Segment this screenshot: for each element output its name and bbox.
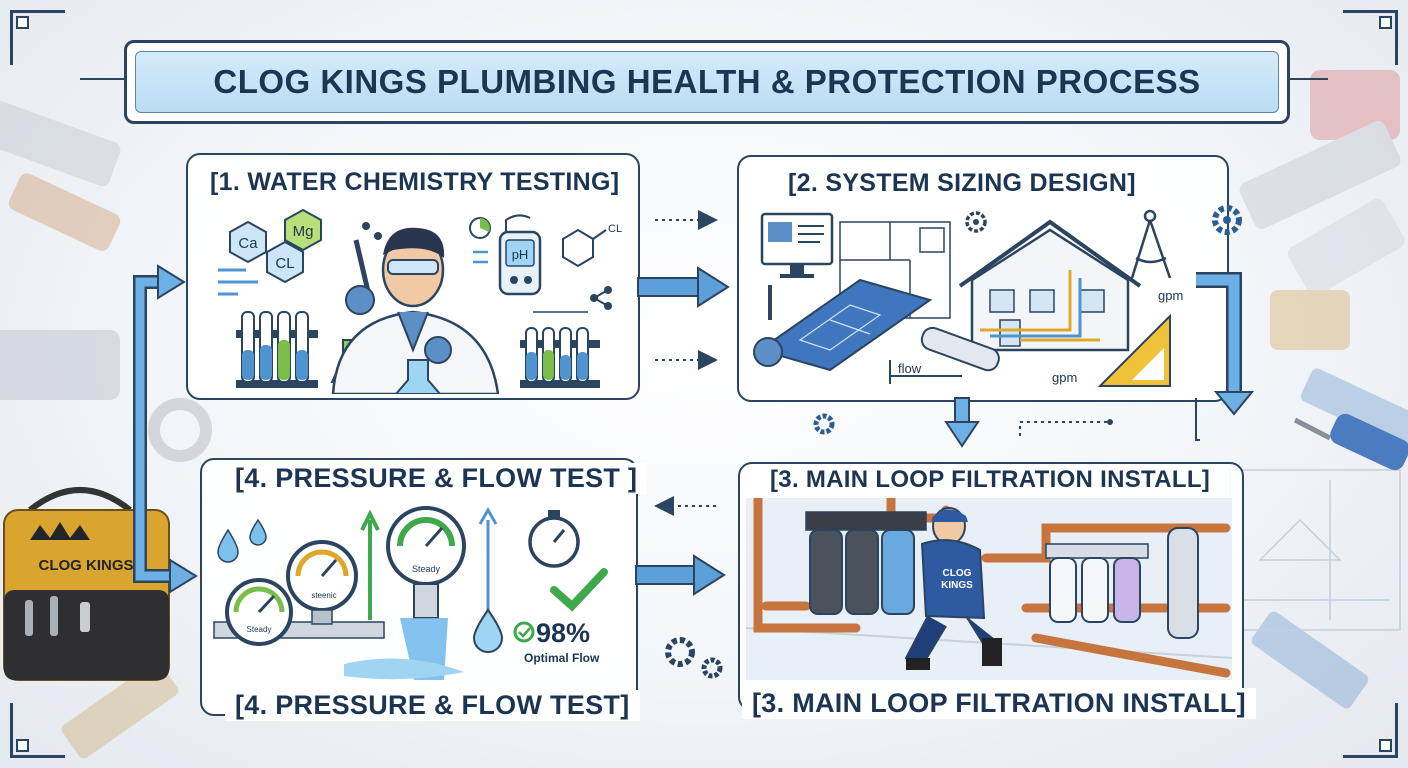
arrow-step4-to-step3 <box>635 554 726 596</box>
gear-icon <box>813 413 835 435</box>
filter-housing-left <box>805 511 927 615</box>
cl-small-label: CL <box>608 223 622 235</box>
increase-arrow-icon <box>360 509 380 620</box>
loop-arrow-left <box>133 264 198 594</box>
test-tube-rack-left <box>236 311 318 388</box>
svg-text:Ca: Ca <box>238 235 258 252</box>
step-2-illustration: gpm flow gpm <box>753 209 1183 387</box>
pressure-gauge-right: Steady <box>386 506 466 619</box>
corner-ornament-top-right <box>1343 10 1398 65</box>
arrow-step2-to-step3-right <box>1196 272 1255 416</box>
gear-icon <box>1212 205 1242 235</box>
compass-icon <box>1130 209 1172 279</box>
banner-line-right <box>1284 78 1328 80</box>
svg-text:CL: CL <box>275 255 294 272</box>
stopwatch-icon <box>528 510 580 568</box>
svg-text:flow: flow <box>898 361 922 376</box>
gear-icon <box>665 637 723 679</box>
pipe-segment <box>920 326 1000 372</box>
flow-drop-indicator <box>472 506 504 653</box>
corner-ornament-top-left <box>10 10 65 65</box>
step-2-heading: [2. SYSTEM SIZING DESIGN] <box>778 169 1146 198</box>
title-banner-inner: CLOG KINGS PLUMBING HEALTH & PROTECTION … <box>135 51 1279 113</box>
step-4-heading-top: [4. PRESSURE & FLOW TEST ] <box>225 463 648 494</box>
share-icon <box>590 286 612 310</box>
page-title: CLOG KINGS PLUMBING HEALTH & PROTECTION … <box>213 63 1201 100</box>
element-mg-hexagon: Mg <box>284 208 322 252</box>
molecule-icon <box>562 228 607 268</box>
test-tube-rack-right <box>520 311 600 388</box>
step-4-illustration: Steady steenic Steady 98% Optimal Flow <box>213 506 608 680</box>
step-1-illustration: Ca Mg CL <box>218 208 622 394</box>
dotted-connector <box>1019 421 1108 436</box>
checkmark-icon <box>550 568 608 612</box>
step-3-heading-bottom: [3. MAIN LOOP FILTRATION INSTALL] <box>742 688 1256 719</box>
corner-dot <box>1379 16 1392 29</box>
corner-dot <box>16 739 29 752</box>
svg-text:steenic: steenic <box>311 591 336 600</box>
ph-meter: pH <box>498 214 542 296</box>
arrow-step1-to-step2 <box>637 266 730 308</box>
water-drop-icon <box>217 518 267 563</box>
screwdriver <box>1293 413 1408 471</box>
corner-ornament-bottom-left <box>10 703 65 758</box>
pie-chart-icon <box>469 217 491 239</box>
blueprint-roll <box>753 278 933 372</box>
arrow-step2-to-step3-center <box>944 397 980 448</box>
gear-icon <box>965 211 987 233</box>
house-cutaway <box>958 219 1142 352</box>
svg-text:KINGS: KINGS <box>941 580 973 591</box>
filter-housing-right <box>1045 527 1199 639</box>
gpm-label-bottom: gpm <box>1052 370 1077 385</box>
scientist-figure <box>331 227 500 394</box>
svg-text:Optimal Flow: Optimal Flow <box>524 651 600 665</box>
svg-text:Mg: Mg <box>293 223 314 240</box>
plumber-figure: CLOG KINGS <box>904 507 1002 670</box>
title-banner: CLOG KINGS PLUMBING HEALTH & PROTECTION … <box>124 40 1290 124</box>
pressure-gauge-middle: steenic <box>286 540 358 625</box>
bag-label: CLOG KINGS <box>38 557 133 574</box>
monitor-icon <box>760 212 834 278</box>
optimal-flow-readout: 98% Optimal Flow <box>513 618 600 665</box>
svg-text:Steady: Steady <box>247 625 272 634</box>
step-4-heading-bottom: [4. PRESSURE & FLOW TEST] <box>225 690 640 721</box>
step-3-heading-top: [3. MAIN LOOP FILTRATION INSTALL] <box>760 466 1221 494</box>
svg-text:Steady: Steady <box>412 564 441 574</box>
svg-text:pH: pH <box>512 247 529 262</box>
svg-text:98%: 98% <box>536 618 590 648</box>
corner-dot <box>16 16 29 29</box>
flow-indicator: flow <box>889 360 962 384</box>
banner-line-left <box>80 78 124 80</box>
element-ca-hexagon: Ca <box>229 220 267 264</box>
corner-dot <box>1379 739 1392 752</box>
pressure-gauge-left: Steady <box>225 578 293 646</box>
crown-icon <box>30 522 90 540</box>
svg-text:CLOG: CLOG <box>943 568 972 579</box>
gpm-label-top: gpm <box>1158 288 1183 303</box>
step-3-illustration: CLOG KINGS <box>746 498 1232 680</box>
step-1-heading: [1. WATER CHEMISTRY TESTING] <box>200 168 630 197</box>
element-cl-hexagon: CL <box>266 240 304 284</box>
corner-ornament-bottom-right <box>1343 703 1398 758</box>
tool-bag: CLOG KINGS <box>3 487 170 681</box>
